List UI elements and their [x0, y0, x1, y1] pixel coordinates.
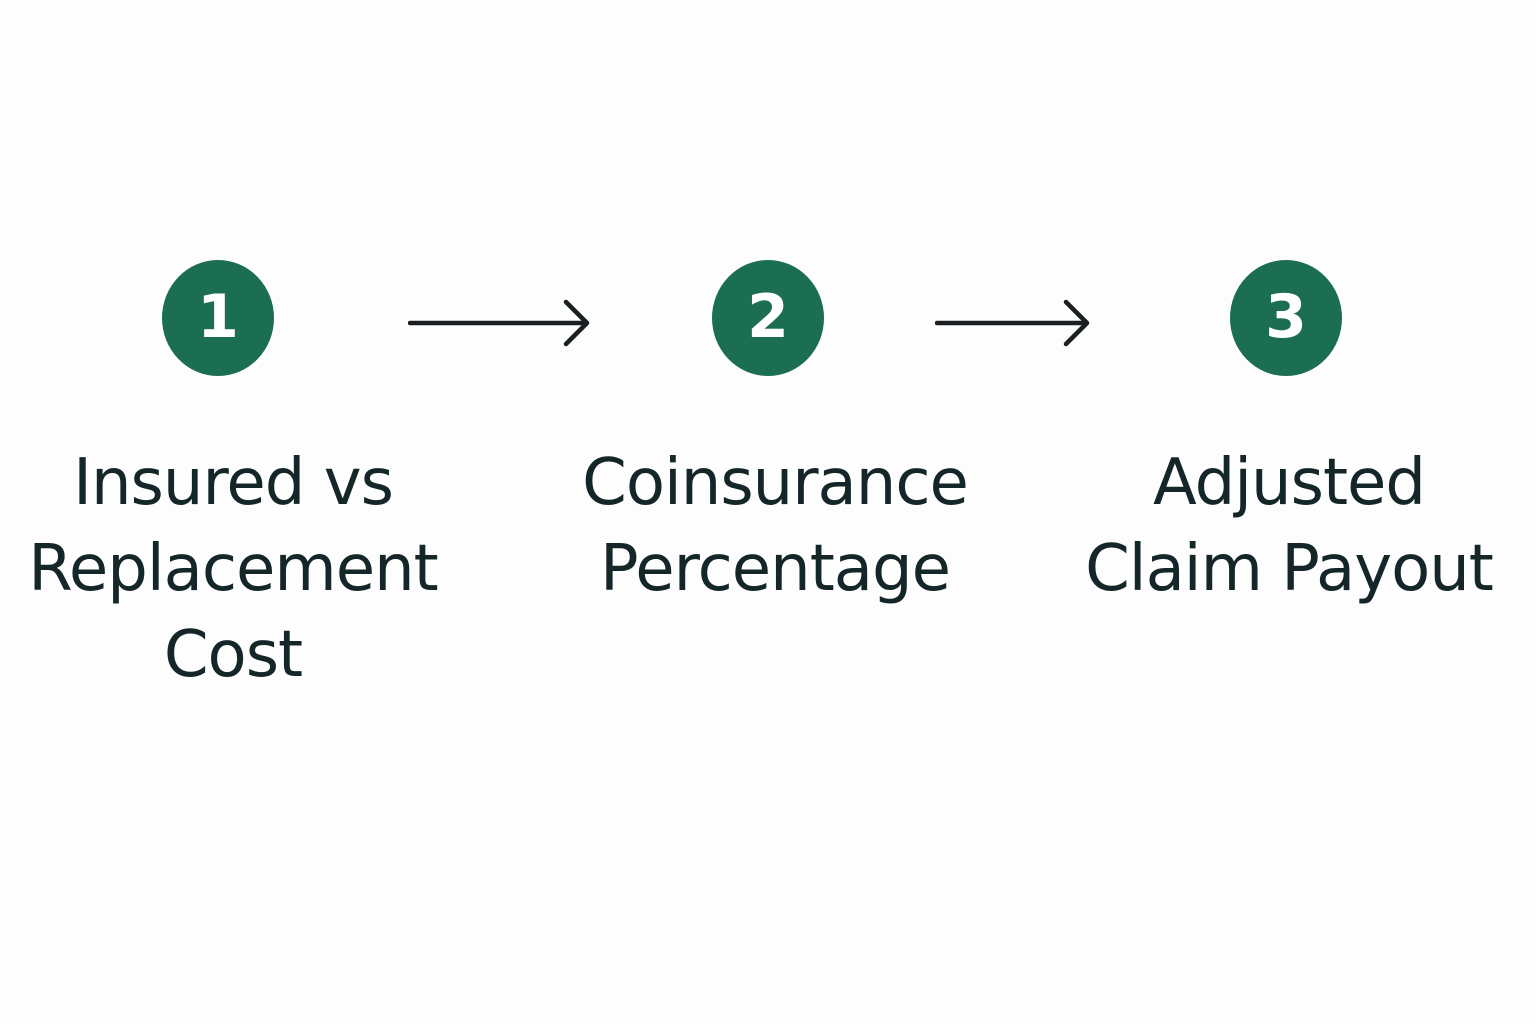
arrow-right-icon — [935, 299, 1090, 347]
step-2-number: 2 — [747, 282, 789, 352]
step-1-label: Insured vs Replacement Cost — [0, 440, 483, 698]
step-3-label-line: Adjusted — [1152, 446, 1426, 520]
step-1-label-line: Insured vs — [73, 446, 394, 520]
step-3-badge: 3 — [1230, 260, 1342, 376]
step-3-label: Adjusted Claim Payout — [1039, 440, 1536, 612]
step-1-number: 1 — [197, 282, 239, 352]
step-2-badge: 2 — [712, 260, 824, 376]
step-2-label: Coinsurance Percentage — [525, 440, 1025, 612]
step-2-label-line: Coinsurance — [582, 446, 969, 520]
step-1-label-line: Cost — [163, 618, 303, 692]
arrow-right-icon — [408, 299, 590, 347]
step-3-label-line: Claim Payout — [1085, 532, 1494, 606]
step-1-label-line: Replacement — [28, 532, 439, 606]
step-3-number: 3 — [1265, 282, 1307, 352]
step-1-badge: 1 — [162, 260, 274, 376]
step-2-label-line: Percentage — [599, 532, 951, 606]
